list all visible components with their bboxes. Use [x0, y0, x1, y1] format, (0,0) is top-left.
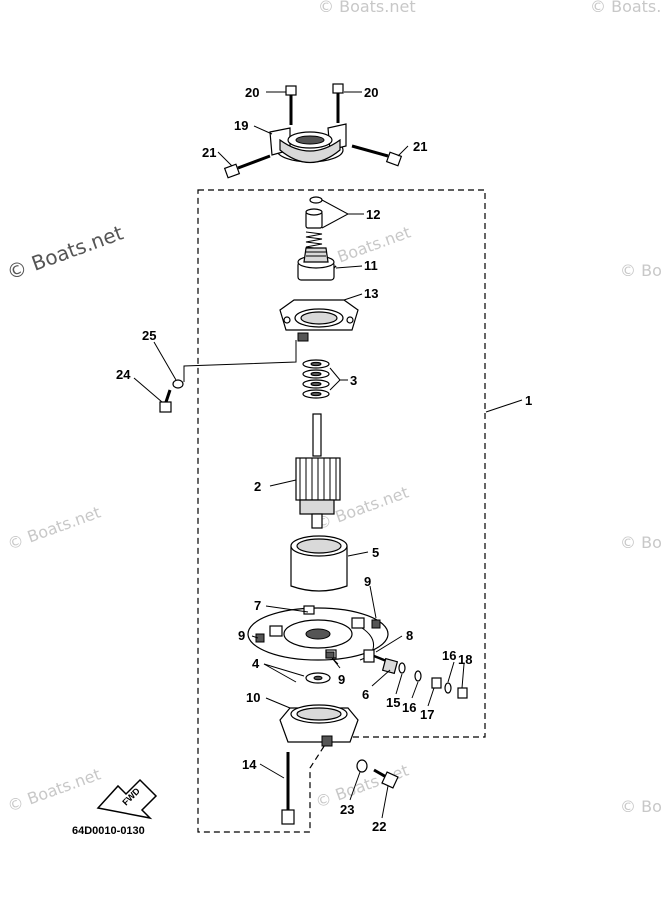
washer-15: [398, 662, 406, 674]
callout-2: 2: [254, 479, 261, 494]
watermark: © Boats.net: [5, 765, 103, 816]
washer-23: [356, 759, 368, 773]
callout-20-left: 20: [245, 85, 259, 100]
bolt-side-left: [223, 154, 271, 179]
callout-23: 23: [340, 802, 354, 817]
front-cover: [279, 299, 359, 342]
callout-9-lower: 9: [338, 672, 345, 687]
callout-labels: 20 20 19 21 21 12 11 13 25 3 24 1 2 5 9 …: [116, 85, 532, 834]
nut-18: [457, 687, 468, 699]
callout-22: 22: [372, 819, 386, 834]
watermarks: © Boats.net © Boats.net © Boats.net © Bo…: [5, 0, 661, 816]
nut-17: [431, 677, 442, 689]
screw-9-left: [255, 633, 265, 643]
yoke: [290, 535, 348, 592]
callout-12: 12: [366, 207, 380, 222]
mounting-bracket: [269, 123, 347, 163]
callout-16-lower: 16: [402, 700, 416, 715]
watermark: © Boats.net: [318, 0, 416, 16]
pinion-stopper-set: [305, 196, 323, 250]
callout-16-upper: 16: [442, 648, 456, 663]
watermark: © Boats.net: [5, 503, 103, 554]
watermark: © Boats.net: [620, 261, 661, 280]
pinion-drive: [297, 247, 335, 281]
callout-15: 15: [386, 695, 400, 710]
through-bolt: [281, 752, 295, 825]
callout-9-left: 9: [238, 628, 245, 643]
callout-6: 6: [362, 687, 369, 702]
bolt-side-right: [351, 144, 403, 167]
callout-8: 8: [406, 628, 413, 643]
bolt-24: [159, 389, 172, 413]
callout-14: 14: [242, 757, 257, 772]
washer-16a: [414, 670, 422, 682]
washer-4: [305, 672, 331, 684]
callout-3: 3: [350, 373, 357, 388]
washer-25: [172, 379, 184, 389]
screw-9-lower: [325, 651, 335, 659]
screw-9-right: [371, 619, 381, 629]
watermark: © Boats.net: [620, 797, 661, 816]
bolt-top-right: [332, 83, 344, 123]
brush-holder: [247, 605, 389, 661]
bolt-top-left: [285, 85, 297, 125]
callout-9-right: 9: [364, 574, 371, 589]
callout-21-right: 21: [413, 139, 427, 154]
callout-18: 18: [458, 652, 472, 667]
callout-1: 1: [525, 393, 532, 408]
terminal-plate: [381, 657, 399, 675]
callout-5: 5: [372, 545, 379, 560]
leader-lines: [133, 91, 523, 819]
bolt-22: [373, 768, 399, 789]
callout-4: 4: [252, 656, 260, 671]
assembly-boundary: [197, 189, 486, 833]
callout-24: 24: [116, 367, 131, 382]
watermark: © Boats.net: [590, 0, 661, 16]
callout-10: 10: [246, 690, 260, 705]
callout-19: 19: [234, 118, 248, 133]
callout-17: 17: [420, 707, 434, 722]
armature: [295, 413, 341, 529]
diagram-code: 64D0010-0130: [72, 825, 145, 837]
rear-cover: [279, 704, 359, 747]
watermark-main: © Boats.net: [4, 220, 127, 284]
callout-25: 25: [142, 328, 156, 343]
watermark: © Boats.net: [620, 533, 661, 552]
callout-7: 7: [254, 598, 261, 613]
callout-20-right: 20: [364, 85, 378, 100]
fwd-arrow-icon: FWD: [96, 778, 158, 820]
washer-16b: [444, 682, 452, 694]
washer-set: [302, 359, 330, 399]
callout-11: 11: [364, 258, 378, 273]
callout-21-left: 21: [202, 145, 216, 160]
callout-13: 13: [364, 286, 378, 301]
